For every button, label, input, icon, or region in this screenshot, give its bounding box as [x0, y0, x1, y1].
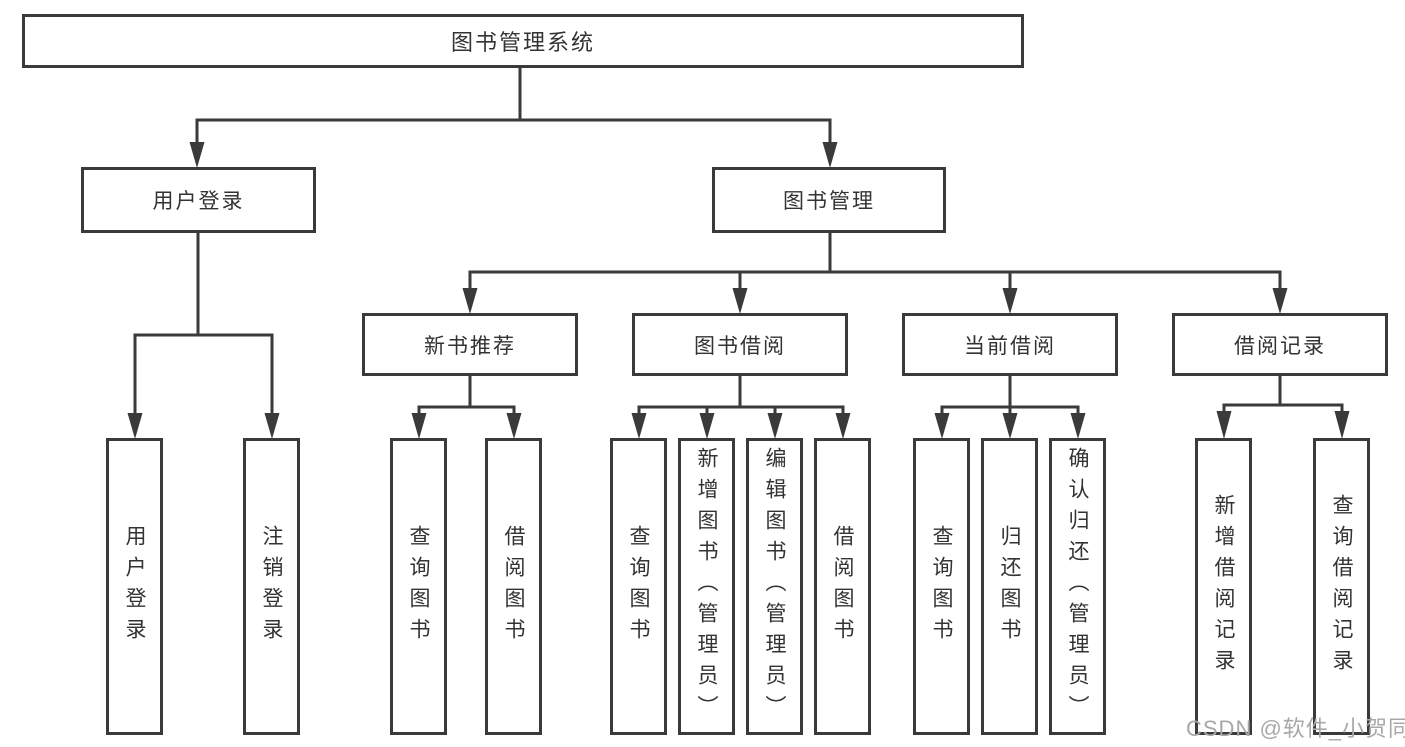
node-borrow-records-label: 借阅记录	[1234, 334, 1326, 358]
node-current-borrow: 当前借阅	[902, 313, 1118, 376]
node-query-books-recommend-label: 查询图书	[407, 524, 430, 649]
node-add-borrow-record: 新增借阅记录	[1195, 438, 1252, 735]
node-query-books-borrow: 查询图书	[610, 438, 667, 735]
node-add-books-admin-label: 新增图书（管理员）	[695, 447, 718, 726]
node-query-borrow-record: 查询借阅记录	[1313, 438, 1370, 735]
node-confirm-return-admin-label: 确认归还（管理员）	[1066, 447, 1089, 726]
node-query-books-current: 查询图书	[913, 438, 970, 735]
node-query-books-borrow-label: 查询图书	[627, 524, 650, 649]
node-user-login-action: 用户登录	[106, 438, 163, 735]
node-query-books-current-label: 查询图书	[930, 524, 953, 649]
node-new-book-recommend: 新书推荐	[362, 313, 578, 376]
node-return-books: 归还图书	[981, 438, 1038, 735]
csdn-watermark: CSDN @软件_小贺同学	[1186, 716, 1405, 741]
node-logout: 注销登录	[243, 438, 300, 735]
node-library-system: 图书管理系统	[22, 14, 1024, 68]
node-book-borrow-label: 图书借阅	[694, 334, 786, 358]
node-current-borrow-label: 当前借阅	[964, 334, 1056, 358]
node-add-books-admin: 新增图书（管理员）	[678, 438, 735, 735]
node-book-borrow: 图书借阅	[632, 313, 848, 376]
node-query-borrow-record-label: 查询借阅记录	[1330, 493, 1353, 680]
node-confirm-return-admin: 确认归还（管理员）	[1049, 438, 1106, 735]
node-borrow-records: 借阅记录	[1172, 313, 1388, 376]
node-edit-books-admin: 编辑图书（管理员）	[746, 438, 803, 735]
node-user-login-label: 用户登录	[152, 190, 245, 213]
node-borrow-books: 借阅图书	[814, 438, 871, 735]
node-logout-label: 注销登录	[260, 524, 283, 649]
node-book-management-label: 图书管理	[783, 190, 875, 213]
node-borrow-books-recommend: 借阅图书	[485, 438, 542, 735]
node-book-management: 图书管理	[712, 167, 946, 233]
node-library-system-label: 图书管理系统	[450, 30, 595, 55]
node-borrow-books-recommend-label: 借阅图书	[502, 524, 525, 649]
node-add-borrow-record-label: 新增借阅记录	[1212, 493, 1235, 680]
node-borrow-books-label: 借阅图书	[831, 524, 854, 649]
node-user-login: 用户登录	[81, 167, 316, 233]
node-query-books-recommend: 查询图书	[390, 438, 447, 735]
node-user-login-action-label: 用户登录	[123, 524, 146, 649]
node-edit-books-admin-label: 编辑图书（管理员）	[763, 447, 786, 726]
node-new-book-recommend-label: 新书推荐	[424, 334, 516, 358]
node-return-books-label: 归还图书	[998, 524, 1021, 649]
